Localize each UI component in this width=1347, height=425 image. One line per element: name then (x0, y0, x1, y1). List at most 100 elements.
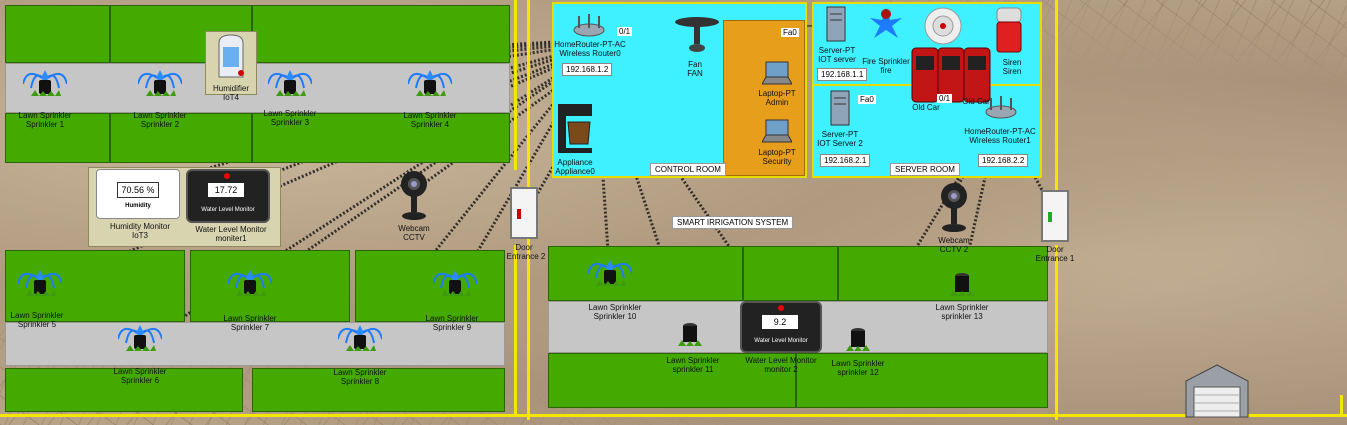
sprinkler-label-b: Sprinkler 9 (432, 323, 472, 332)
humidifier-label-b: IoT4 (222, 93, 240, 102)
sprinkler-label-a: Lawn Sprinkler (333, 368, 387, 377)
sprinkler-label-b: Sprinkler 7 (230, 323, 270, 332)
sprinkler-label-a: Lawn Sprinkler (263, 109, 317, 118)
laptop-security-label-b: Security (762, 157, 792, 166)
sprinkler-label-b: Sprinkler 10 (593, 312, 637, 321)
sprinkler-label-b: sprinkler 12 (837, 368, 879, 377)
laptop-admin-icon[interactable] (762, 60, 792, 86)
router2-label-a: HomeRouter-PT-AC (964, 127, 1036, 136)
humidifier-icon[interactable] (213, 33, 249, 81)
water-level-monitor-1[interactable]: 17.72 Water Level Monitor (186, 169, 270, 223)
lawn-bl-5 (252, 368, 505, 412)
laptop-security-label-a: Laptop-PT (758, 148, 796, 157)
lawn-sprinkler-icon[interactable] (228, 266, 272, 296)
fence-right-edge (1340, 395, 1343, 417)
lawn-tl-5 (110, 113, 252, 163)
laptop-admin-port: Fa0 (781, 28, 799, 37)
server2-label-b: IOT Server 2 (817, 139, 863, 148)
smoke-detector-icon[interactable] (917, 6, 969, 46)
webcam1-label-b: CCTV (403, 233, 425, 242)
door-entrance-2[interactable] (510, 187, 538, 239)
sprinkler-label-a: Lawn Sprinkler (935, 303, 989, 312)
sprinkler-label-b: Sprinkler 3 (270, 118, 310, 127)
sprinkler-label-b: Sprinkler 4 (410, 120, 450, 129)
sprinkler-head-icon[interactable] (836, 321, 880, 351)
sprinkler-label-a: Lawn Sprinkler (10, 311, 64, 320)
door2-label-a: Door (515, 243, 533, 252)
router-icon[interactable] (984, 96, 1018, 120)
coffee-maker-icon[interactable] (556, 104, 594, 154)
lawn-sprinkler-icon[interactable] (18, 266, 62, 296)
sprinkler-label-b: Sprinkler 2 (140, 120, 180, 129)
door-handle-icon (1048, 212, 1052, 222)
lawn-sprinkler-icon[interactable] (138, 66, 182, 96)
system-title: SMART IRRIGATION SYSTEM (672, 216, 794, 229)
lawn-bc-5 (796, 353, 1048, 408)
old-car-label-a: Old Car (912, 103, 940, 112)
server-icon[interactable] (826, 6, 846, 42)
server2-port: Fa0 (858, 95, 876, 104)
sprinkler-label-b: Sprinkler 8 (340, 377, 380, 386)
sprinkler-label-a: Lawn Sprinkler (403, 111, 457, 120)
lawn-bc-4 (548, 353, 796, 408)
lawn-sprinkler-icon[interactable] (268, 66, 312, 96)
lawn-bl-4 (5, 368, 243, 412)
sprinkler-head-icon[interactable] (668, 316, 712, 346)
door2-label-b: Entrance 2 (506, 252, 546, 261)
status-led-icon (778, 305, 784, 311)
water-level-monitor-2[interactable]: 9.2 Water Level Monitor (740, 301, 822, 353)
old-car-icon[interactable] (910, 44, 992, 106)
router2-ip: 192.168.2.2 (978, 154, 1029, 167)
lawn-sprinkler-icon[interactable] (23, 66, 67, 96)
laptop-security-icon[interactable] (762, 118, 792, 144)
appliance-label-a: Appliance (557, 158, 593, 167)
sprinkler-label-a: Lawn Sprinkler (831, 359, 885, 368)
lawn-tl-4 (5, 113, 110, 163)
water-monitor2-label-a: Water Level Monitor (745, 356, 817, 365)
router1-label-b: Wireless Router0 (559, 49, 621, 58)
door-entrance-1[interactable] (1041, 190, 1069, 242)
server-room-label: SERVER ROOM (890, 163, 960, 176)
webcam-icon[interactable] (938, 182, 970, 234)
fan-label-a: Fan (688, 60, 702, 69)
water-monitor1-label-a: Water Level Monitor (195, 225, 267, 234)
lawn-tl-6 (252, 113, 510, 163)
siren-icon[interactable] (995, 6, 1023, 54)
webcam2-label-a: Webcam (938, 236, 970, 245)
control-room-desk (723, 20, 805, 176)
sprinkler-label-a: Lawn Sprinkler (588, 303, 642, 312)
lawn-sprinkler-icon[interactable] (588, 256, 632, 286)
lawn-sprinkler-icon[interactable] (408, 66, 452, 96)
sprinkler-head-icon[interactable] (940, 266, 984, 296)
lawn-sprinkler-icon[interactable] (433, 266, 477, 296)
door-handle-icon (517, 209, 521, 219)
siren-label-a: Siren (1002, 58, 1022, 67)
control-room-label: CONTROL ROOM (650, 163, 726, 176)
webcam2-label-b: CCTV 2 (939, 245, 969, 254)
server-icon[interactable] (830, 90, 850, 126)
router2-port: 0/1 (937, 94, 953, 103)
humidity-monitor[interactable]: 70.56 % Humidity (96, 169, 180, 219)
router-icon[interactable] (572, 14, 606, 38)
fence-center-right-lower (1055, 245, 1058, 420)
status-led-icon (224, 173, 230, 179)
sprinkler-label-a: Lawn Sprinkler (18, 111, 72, 120)
fire-sprinkler-icon[interactable] (868, 6, 904, 44)
old-car-label-b: Old Car (962, 97, 990, 106)
lawn-sprinkler-icon[interactable] (118, 321, 162, 351)
water-level-1-value: 17.72 (208, 183, 244, 197)
appliance-label-b: Appliance0 (555, 167, 595, 176)
sprinkler-label-b: Sprinkler 5 (17, 320, 57, 329)
router1-label-a: HomeRouter-PT-AC (554, 40, 626, 49)
humidity-monitor-label-b: IoT3 (131, 231, 149, 240)
fan-icon[interactable] (672, 4, 722, 56)
garage-icon (1184, 363, 1250, 419)
lawn-sprinkler-icon[interactable] (338, 321, 382, 351)
sprinkler-label-b: sprinkler 11 (672, 365, 714, 374)
lawn-tl-3 (252, 5, 510, 63)
sprinkler-label-a: Lawn Sprinkler (223, 314, 277, 323)
door1-label-a: Door (1046, 245, 1064, 254)
server-iot-label-b: IOT server (818, 55, 856, 64)
webcam-icon[interactable] (398, 170, 430, 222)
water-monitor2-label-b: monitor 2 (764, 365, 798, 374)
